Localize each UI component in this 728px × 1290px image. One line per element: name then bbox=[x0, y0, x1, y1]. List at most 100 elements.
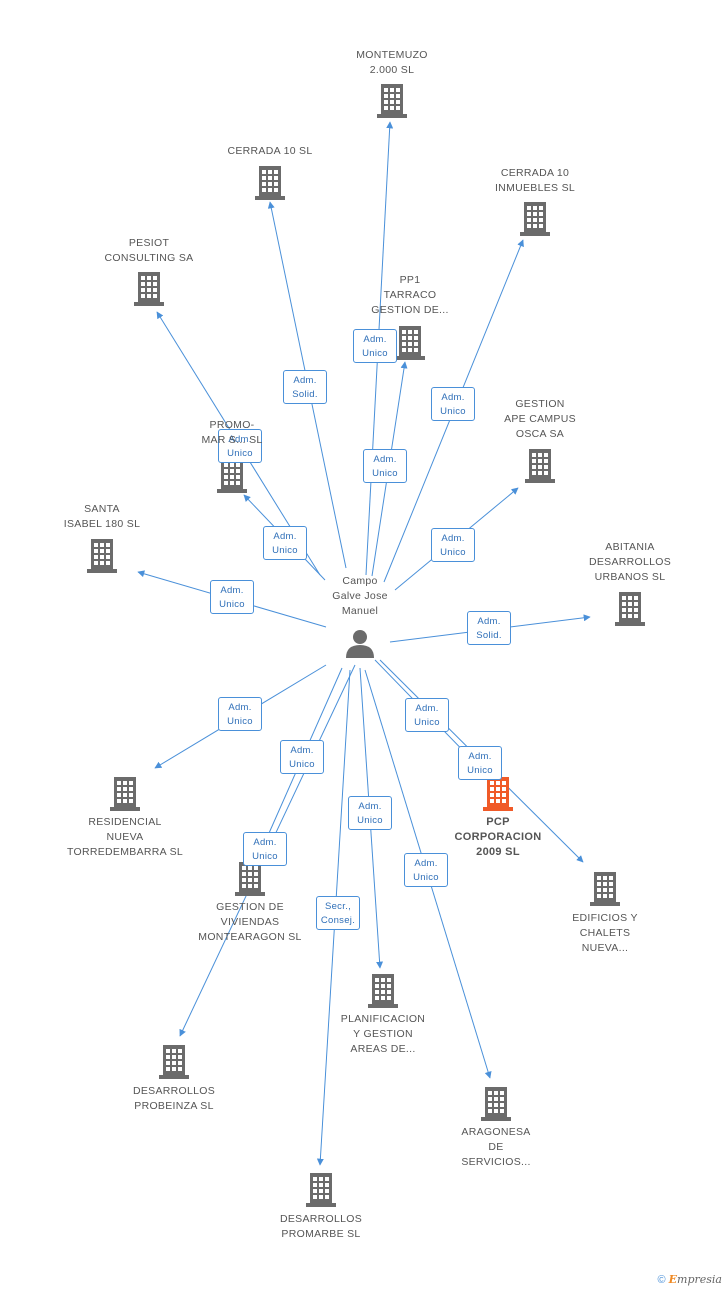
company-label-line: CORPORACION bbox=[454, 831, 542, 843]
edge-label-aragonesa[interactable]: Adm. Unico bbox=[404, 853, 448, 887]
edge-label-line: Unico bbox=[440, 547, 466, 558]
company-label-line: OSCA SA bbox=[515, 428, 565, 440]
edge-label-edificios[interactable]: Adm.Unico bbox=[458, 746, 502, 780]
edge-label-line: Adm. bbox=[414, 858, 438, 869]
company-label-line: APE CAMPUS bbox=[504, 413, 576, 425]
edge-label-planificacion[interactable]: Adm. Unico bbox=[348, 796, 392, 830]
edge-label-line: Solid. bbox=[476, 630, 502, 641]
company-label-line: VIVIENDAS bbox=[220, 916, 280, 928]
company-label-line: CHALETS bbox=[579, 927, 631, 939]
building-icon[interactable] bbox=[87, 539, 117, 573]
company-label-line: ABITANIA bbox=[605, 541, 655, 553]
edge-label-line: Adm. bbox=[228, 702, 252, 713]
edge-label-promomar[interactable]: Adm.Unico bbox=[263, 526, 307, 560]
company-label-line: GESTION bbox=[515, 398, 565, 410]
building-icon[interactable] bbox=[306, 1173, 336, 1207]
company-label-line: URBANOS SL bbox=[594, 571, 666, 583]
building-icon[interactable] bbox=[159, 1045, 189, 1079]
edge-label-pesiot[interactable]: Adm.Unico bbox=[218, 429, 262, 463]
building-icon[interactable] bbox=[395, 326, 425, 360]
building-icon[interactable] bbox=[217, 459, 247, 493]
company-label-line: INMUEBLES SL bbox=[494, 182, 576, 194]
edge-label-line: Adm. bbox=[358, 801, 382, 812]
company-label-line: PP1 bbox=[399, 274, 421, 286]
edge-label-line: Adm. bbox=[468, 751, 492, 762]
person-name-line: Campo bbox=[342, 575, 378, 587]
company-label-line: MONTEARAGON SL bbox=[198, 931, 302, 943]
company-label-line: AREAS DE... bbox=[350, 1043, 416, 1055]
edge-label-abitania[interactable]: Adm.Solid. bbox=[467, 611, 511, 645]
edge-label-santaisabel[interactable]: Adm.Unico bbox=[210, 580, 254, 614]
company-label-line: PESIOT bbox=[128, 237, 170, 249]
company-label-line: DE bbox=[488, 1141, 504, 1153]
company-label-line: TARRACO bbox=[383, 289, 437, 301]
company-label-line: Y GESTION bbox=[353, 1028, 413, 1040]
building-icon[interactable] bbox=[134, 272, 164, 306]
edge-label-line: Adm. bbox=[441, 533, 465, 544]
edge-label-gestionape[interactable]: Adm. Unico bbox=[431, 528, 475, 562]
company-label-line: GESTION DE bbox=[216, 901, 284, 913]
building-icon[interactable] bbox=[481, 1087, 511, 1121]
company-label-gestionviv[interactable]: GESTION DE VIVIENDAS MONTEARAGON SL bbox=[170, 900, 330, 945]
company-label-line: 2.000 SL bbox=[369, 64, 415, 76]
company-label-gestionape[interactable]: GESTION APE CAMPUS OSCA SA bbox=[460, 397, 620, 442]
building-icon[interactable] bbox=[377, 84, 407, 118]
edge-label-gestionviv[interactable]: Adm.Unico bbox=[280, 740, 324, 774]
edge-label-montemuzo[interactable]: Adm.Unico bbox=[353, 329, 397, 363]
building-icon[interactable] bbox=[235, 862, 265, 896]
building-icon[interactable] bbox=[368, 974, 398, 1008]
edge-label-line: Unico bbox=[372, 468, 398, 479]
building-icon[interactable] bbox=[483, 777, 513, 811]
company-label-planificacion[interactable]: PLANIFICACION Y GESTION AREAS DE... bbox=[303, 1012, 463, 1057]
edge-label-line: Secr., bbox=[324, 901, 352, 912]
company-label-cerrada10[interactable]: CERRADA 10 SL bbox=[190, 144, 350, 159]
edge-label-promarbe[interactable]: Secr.,Consej. bbox=[316, 896, 360, 930]
edge-label-line: Unico bbox=[362, 348, 388, 359]
person-name-line: Galve Jose bbox=[332, 590, 388, 602]
edge-label-residencial[interactable]: Adm.Unico bbox=[218, 697, 262, 731]
company-label-promomar[interactable]: PROMO-MAR S... SL bbox=[152, 418, 312, 448]
person-icon[interactable] bbox=[346, 630, 374, 658]
building-icon[interactable] bbox=[520, 202, 550, 236]
building-icon[interactable] bbox=[255, 166, 285, 200]
edge-label-line: Unico bbox=[289, 759, 315, 770]
company-label-line: RESIDENCIAL bbox=[88, 816, 162, 828]
company-label-line: PCP bbox=[486, 816, 510, 828]
edge-label-line: Unico bbox=[440, 406, 466, 417]
edge-label-line: Unico bbox=[414, 717, 440, 728]
building-icon[interactable] bbox=[525, 449, 555, 483]
edge-label-pp1[interactable]: Adm.Unico bbox=[363, 449, 407, 483]
company-label-line: PROMARBE SL bbox=[281, 1228, 361, 1240]
company-label-line: PLANIFICACION bbox=[340, 1013, 426, 1025]
edge-label-line: Adm. bbox=[220, 585, 244, 596]
edge-label-probeinza[interactable]: Adm.Unico bbox=[243, 832, 287, 866]
company-label-line: ARAGONESA bbox=[461, 1126, 531, 1138]
edge-label-line: Adm. bbox=[253, 837, 277, 848]
edge-label-cerrada10[interactable]: Adm.Solid. bbox=[283, 370, 327, 404]
building-icon[interactable] bbox=[615, 592, 645, 626]
company-label-line: TORREDEMBARRA SL bbox=[66, 846, 184, 858]
edge-label-line: Unico bbox=[357, 815, 383, 826]
company-label-line: MAR S... SL bbox=[201, 434, 263, 446]
edge-label-pcp[interactable]: Adm.Unico bbox=[405, 698, 449, 732]
edge-label-cerrada10inm[interactable]: Adm.Unico bbox=[431, 387, 475, 421]
building-icon[interactable] bbox=[590, 872, 620, 906]
person-name-line: Manuel bbox=[341, 605, 379, 617]
edge-label-line: Unico bbox=[413, 872, 439, 883]
copyright-icon: © bbox=[657, 1274, 666, 1286]
building-icon[interactable] bbox=[110, 777, 140, 811]
company-label-line: NUEVA... bbox=[581, 942, 629, 954]
